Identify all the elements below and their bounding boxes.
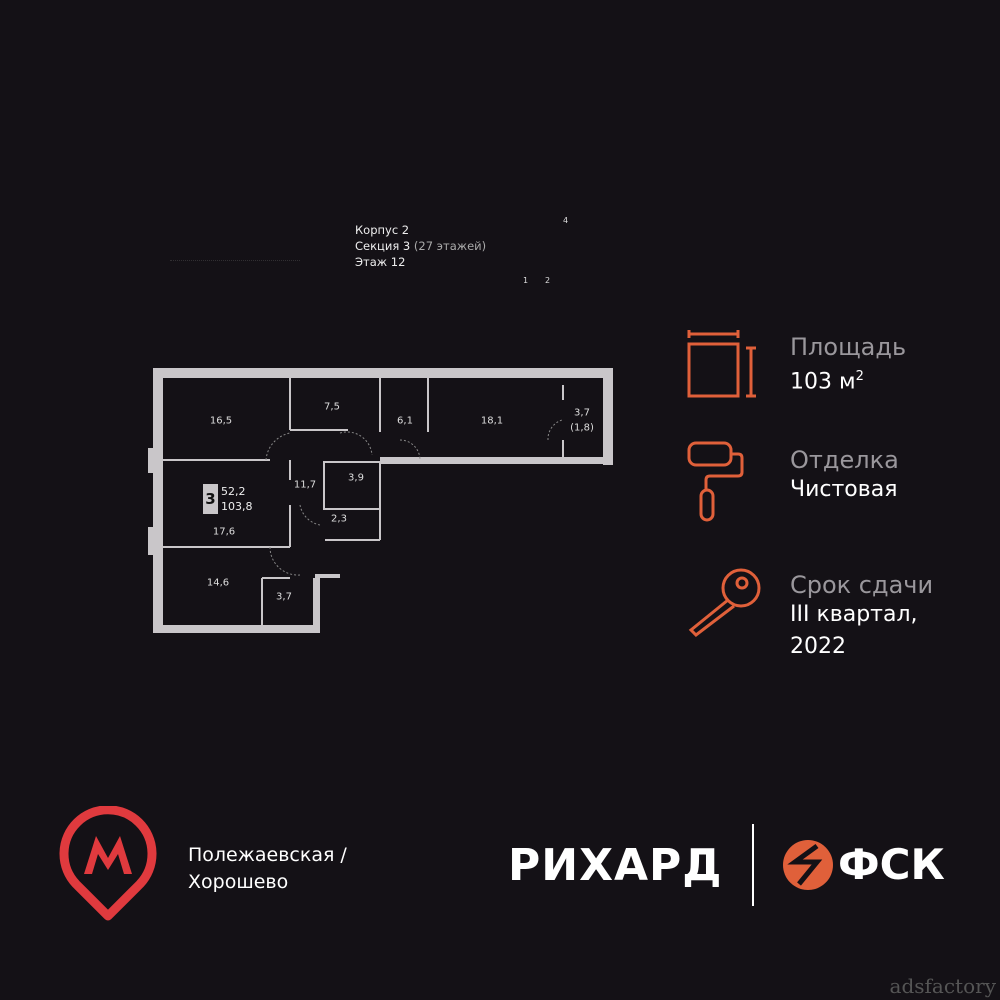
balcony-area-reduced: (1,8) bbox=[570, 422, 594, 434]
watermark: adsfactory bbox=[889, 974, 996, 998]
metro-station-2: Хорошево bbox=[188, 871, 289, 893]
section-number: Секция 3 bbox=[355, 239, 411, 253]
metro-station-1: Полежаевская / bbox=[188, 844, 347, 866]
rooms-count-badge: 3 bbox=[203, 484, 218, 514]
deadline-label: Срок сдачи bbox=[790, 571, 934, 599]
balcony-area: 3,7 bbox=[574, 407, 590, 419]
metro-stations: Полежаевская / Хорошево bbox=[188, 842, 347, 896]
building-info: Корпус 2 Секция 3 (27 этажей) Этаж 12 bbox=[355, 222, 486, 270]
fsk-logo-icon bbox=[783, 840, 833, 890]
area-unit-sup: 2 bbox=[855, 369, 864, 384]
korpus: Корпус 2 bbox=[355, 223, 410, 237]
room-area: 14,6 bbox=[206, 577, 230, 589]
floors-note: (27 этажей) bbox=[413, 239, 487, 253]
key-icon bbox=[688, 568, 761, 637]
room-area: 3,9 bbox=[348, 472, 364, 484]
fsk-logo-text: ФСК bbox=[838, 840, 945, 889]
floor: Этаж 12 bbox=[355, 255, 406, 269]
area-value: 103 м2 bbox=[790, 361, 906, 398]
area-number: 103 м bbox=[790, 369, 856, 395]
room-area: 16,5 bbox=[209, 415, 233, 427]
room-area: 11,7 bbox=[293, 479, 317, 491]
logo-divider bbox=[752, 824, 754, 906]
finish-label: Отделка bbox=[790, 446, 899, 474]
room-area: 2,3 bbox=[331, 513, 347, 525]
room-area: 17,6 bbox=[212, 526, 236, 538]
deadline-year: 2022 bbox=[790, 634, 846, 659]
total-area: 103,8 bbox=[221, 500, 253, 513]
area-summary: 52,2 103,8 bbox=[221, 484, 253, 514]
rihard-logo: РИХАРД bbox=[508, 840, 723, 891]
area-info: Площадь 103 м2 bbox=[790, 333, 906, 398]
area-icon bbox=[687, 330, 756, 398]
section-map-label-1: 1 bbox=[523, 276, 529, 285]
section-map-label-4: 4 bbox=[563, 216, 569, 225]
section: Секция 3 (27 этажей) bbox=[355, 238, 486, 254]
room-area: 3,7 bbox=[276, 591, 292, 603]
site-plan-sketch bbox=[170, 232, 300, 261]
deadline-info: Срок сдачи III квартал, 2022 bbox=[790, 571, 933, 663]
area-label: Площадь bbox=[790, 333, 907, 361]
section-map-label-2: 2 bbox=[545, 276, 551, 285]
metro-logo-icon bbox=[59, 806, 157, 921]
room-area: 6,1 bbox=[397, 415, 413, 427]
finish-value: Чистовая bbox=[790, 477, 898, 502]
room-area: 18,1 bbox=[480, 415, 504, 427]
living-area: 52,2 bbox=[221, 485, 246, 498]
room-area: 7,5 bbox=[324, 401, 340, 413]
deadline-quarter: III квартал, bbox=[790, 602, 918, 627]
paint-roller-icon bbox=[687, 441, 744, 522]
finish-info: Отделка Чистовая bbox=[790, 446, 899, 506]
